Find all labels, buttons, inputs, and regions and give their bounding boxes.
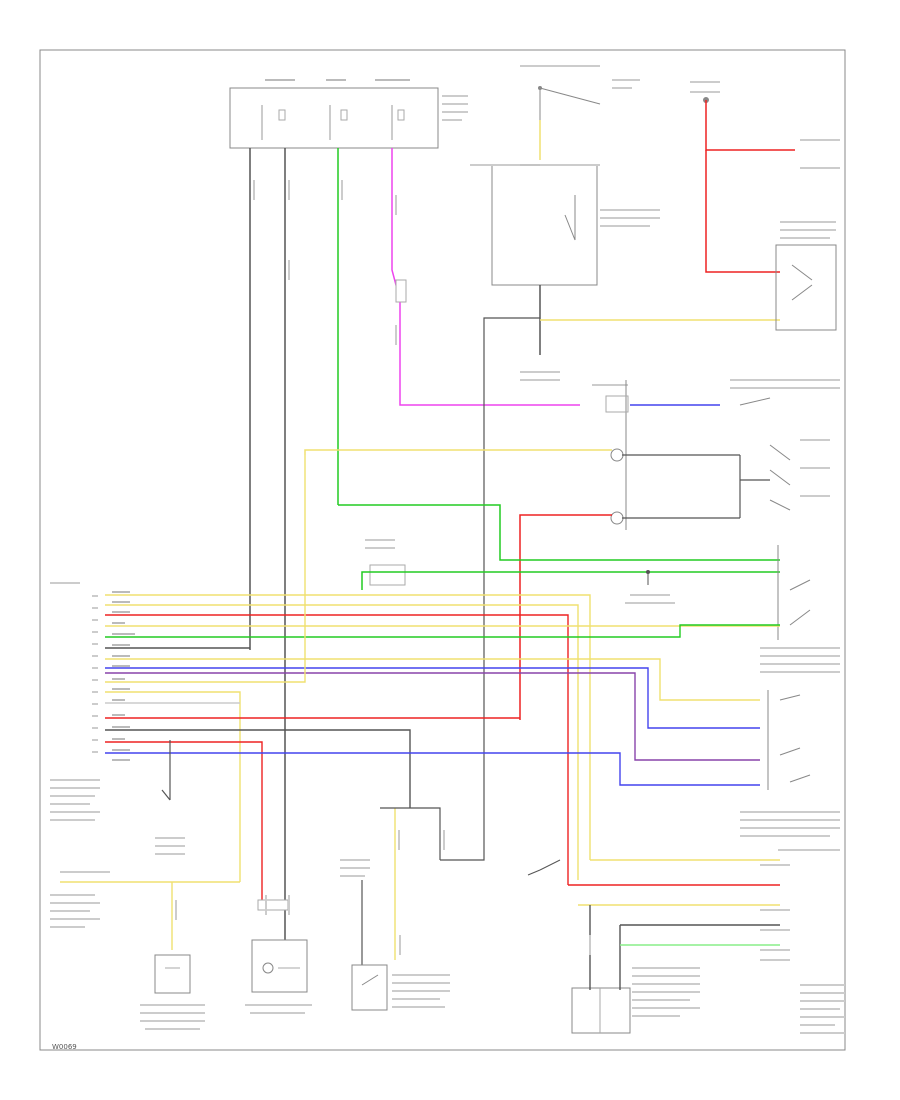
middle-sensor — [365, 539, 406, 586]
left-bottom-text — [50, 894, 100, 928]
left-lower-sensor — [50, 740, 185, 855]
wire-relay-to-bus — [440, 317, 540, 861]
sheet-id: W0069 — [52, 1043, 77, 1051]
bottom-right-wires — [568, 859, 780, 990]
ignition-switch — [520, 65, 640, 160]
wire-sensor-red — [705, 100, 795, 151]
top-right-sensor — [690, 81, 720, 103]
vehicle-speed-sensor — [140, 954, 205, 1030]
wire-bottom-mid — [380, 807, 441, 860]
wire-green-sensor — [361, 571, 780, 590]
wire-green-long — [338, 504, 780, 561]
actuator-connector — [257, 899, 289, 911]
fuse-relay-box — [229, 79, 468, 149]
bottom-right-unit — [571, 967, 700, 1034]
bottom-mid-switch — [340, 859, 450, 1011]
wire-run-labels — [175, 180, 591, 955]
right-switch-bank — [730, 379, 840, 511]
bottom-right-switch — [527, 849, 845, 1034]
ecu-bus-wires — [105, 455, 780, 908]
sheet-border — [39, 49, 846, 1051]
ecu-connector-pins — [50, 582, 98, 762]
wire-drop-4-pink — [391, 148, 580, 406]
inline-diode — [395, 279, 407, 303]
right-switch-top — [775, 221, 837, 331]
main-relay-box — [470, 164, 660, 286]
wire-red-lamp — [519, 514, 612, 720]
wire-yellow-lamp — [304, 449, 612, 455]
bus-pin-labels — [112, 591, 135, 761]
right-connector-mid — [760, 545, 840, 673]
right-lower-connector — [740, 690, 840, 837]
actuator-motor — [245, 939, 312, 1014]
wire-sensor-red-2 — [705, 150, 780, 273]
